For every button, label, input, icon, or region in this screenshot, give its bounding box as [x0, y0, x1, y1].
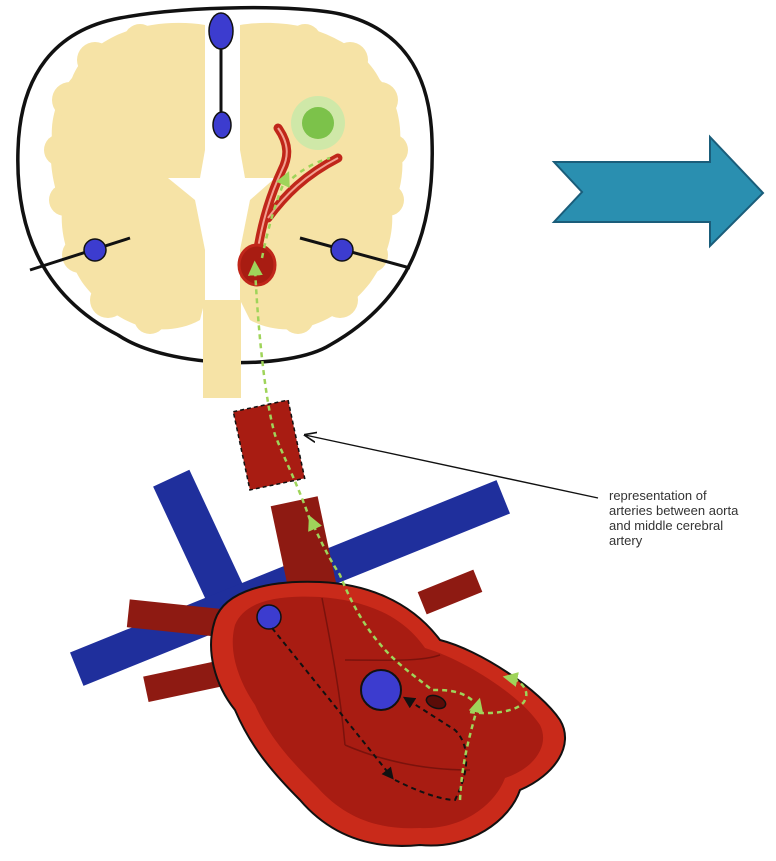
annotation-line-4: artery	[609, 533, 769, 548]
brainstem	[203, 300, 241, 398]
pulmonary-right	[418, 570, 483, 615]
heart	[70, 470, 565, 846]
left-ventricle	[84, 239, 106, 261]
right-ventricle	[331, 239, 353, 261]
infarct-core	[302, 107, 334, 139]
vessel-cross-section	[239, 245, 275, 285]
annotation-pointer	[305, 435, 598, 498]
chevron-right-arrow-icon	[554, 137, 763, 246]
annotation-line-2: arteries between aorta	[609, 503, 769, 518]
superior-ventricle	[209, 13, 233, 49]
brain-cross-section	[18, 8, 432, 398]
annotation-line-3: and middle cerebral	[609, 518, 769, 533]
annotation-label: representation of arteries between aorta…	[609, 488, 769, 548]
superior-vena-cava-opening	[257, 605, 281, 629]
inferior-vena-cava-opening	[361, 670, 401, 710]
heart-inner	[233, 597, 543, 829]
annotation-line-1: representation of	[609, 488, 769, 503]
third-ventricle	[213, 112, 231, 138]
